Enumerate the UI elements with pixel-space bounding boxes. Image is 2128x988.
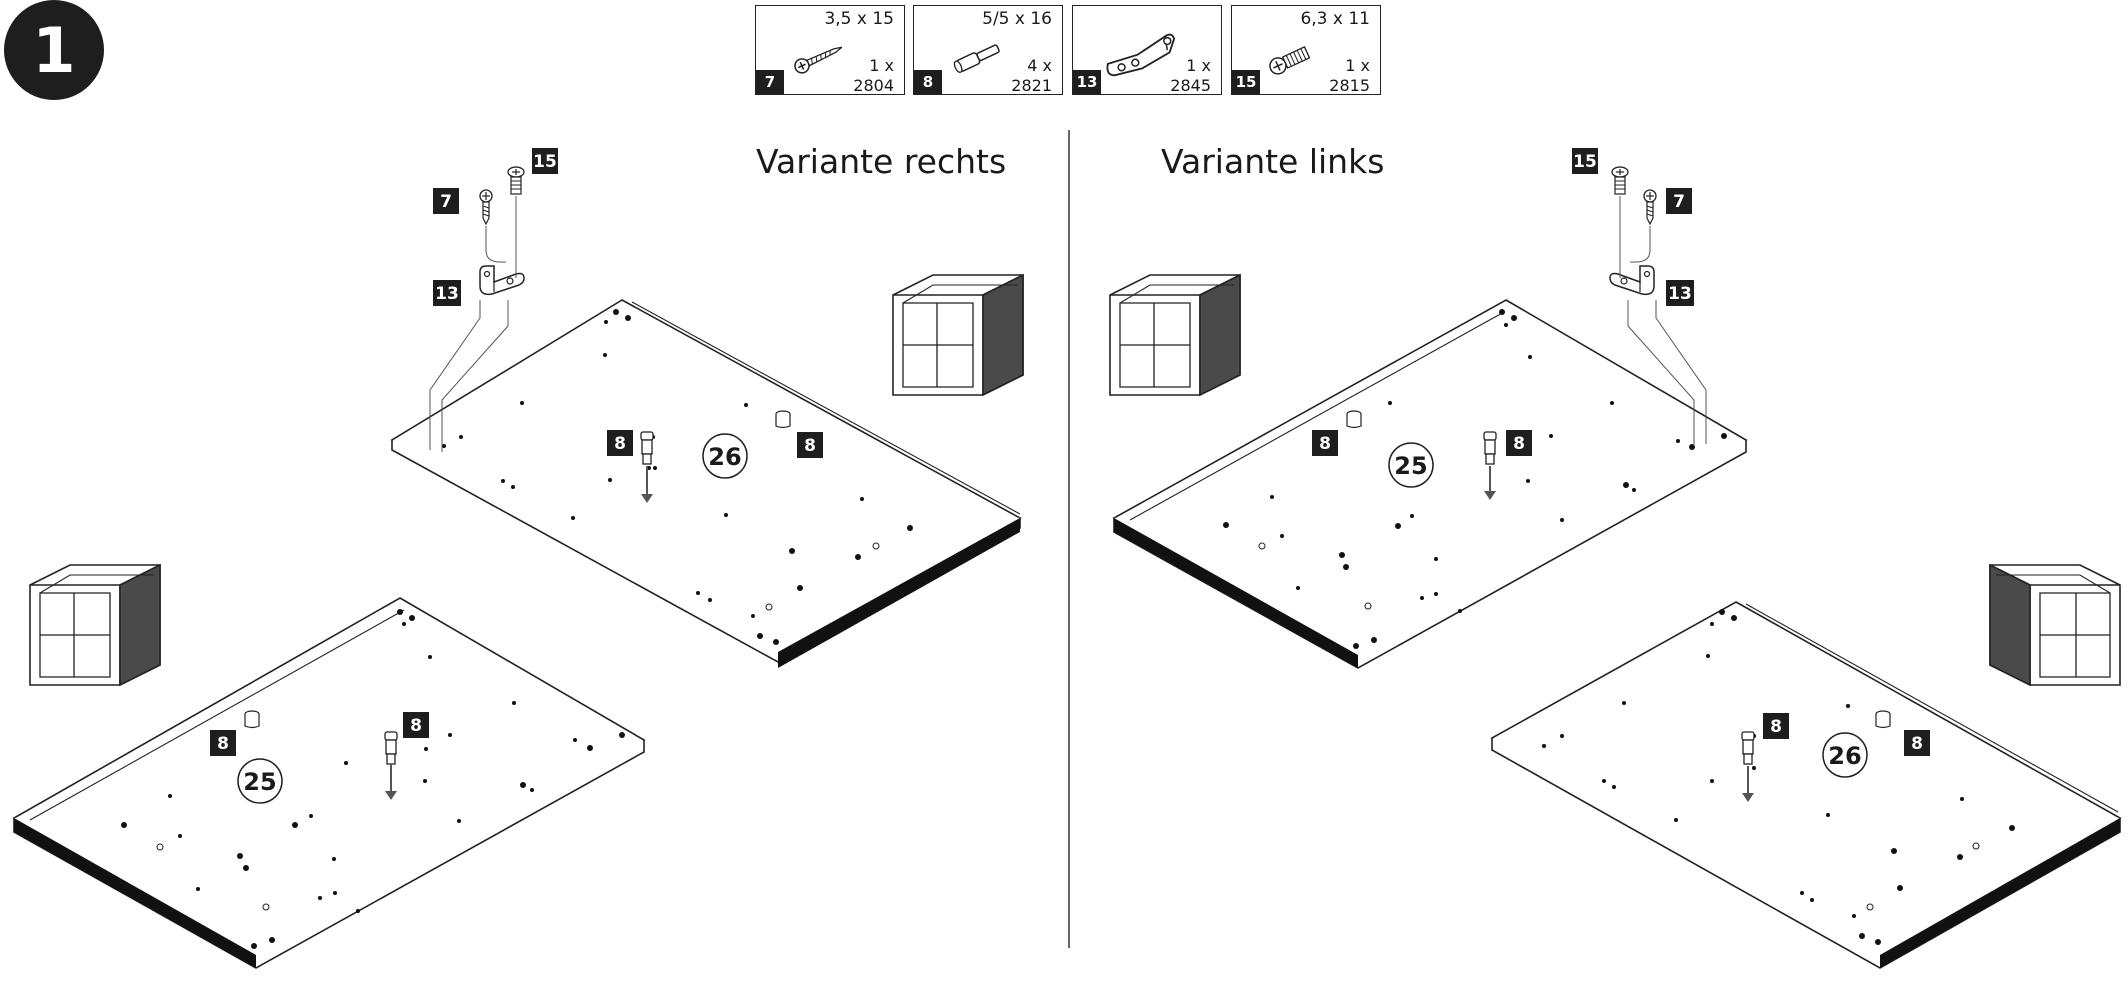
part-code: 2815 [1329,76,1370,95]
part-quantity: 1 x [869,56,894,75]
cabinet-icon [1109,274,1241,396]
part-box-7: 3,5 x 15 1 x 2804 7 [755,5,905,95]
part-dimension: 6,3 x 11 [1300,9,1370,29]
panel-top-left-variant: 25 15 7 13 8 8 [1112,148,1748,669]
part-code: 2821 [1011,76,1052,95]
part-dimension: 3,5 x 15 [824,9,894,29]
connector-pin-icon [953,44,1000,73]
panel-top-right-variant: 26 15 7 13 8 8 [390,148,1022,668]
panel-bottom-left-variant: 26 8 8 [1490,601,2122,969]
wood-screw-icon [794,46,843,74]
part-quantity: 4 x [1027,56,1052,75]
machine-screw-icon [1269,46,1311,75]
panel-number-25: 25 [1394,452,1427,480]
part-tag: 8 [914,70,942,94]
callout-13: 13 [1668,284,1692,304]
callout-8: 8 [1513,434,1525,454]
part-box-13: 1 x 2845 13 [1072,5,1222,95]
part-tag: 13 [1073,70,1101,94]
variant-left-title: Variante links [1161,142,1385,181]
variant-right-title: Variante rechts [756,142,1007,181]
callout-13: 13 [435,284,459,304]
part-box-15: 6,3 x 11 1 x 2815 15 [1231,5,1381,95]
callout-7: 7 [1673,192,1685,212]
part-box-8: 5/5 x 16 4 x 2821 8 [913,5,1063,95]
step-number-badge: 1 [4,0,104,100]
step-number: 1 [32,13,76,87]
callout-8: 8 [1911,734,1923,754]
part-tag: 15 [1232,70,1260,94]
part-dimension: 5/5 x 16 [982,9,1052,29]
part-code: 2845 [1170,76,1211,95]
callout-8: 8 [614,434,626,454]
panel-bottom-right-variant: 25 8 8 [12,597,646,969]
cabinet-icon [1989,564,2121,686]
callout-8: 8 [1770,717,1782,737]
part-tag: 7 [756,70,784,94]
cabinet-icon [29,564,161,686]
part-quantity: 1 x [1186,56,1211,75]
callout-7: 7 [440,192,452,212]
callout-8: 8 [410,716,422,736]
part-quantity: 1 x [1345,56,1370,75]
callout-8: 8 [804,436,816,456]
cabinet-icon [892,274,1024,396]
callout-8: 8 [1319,434,1331,454]
panel-number-26: 26 [1828,742,1861,770]
callout-15: 15 [533,152,557,172]
callout-15: 15 [1573,152,1597,172]
panel-number-25: 25 [243,768,276,796]
callout-8: 8 [217,734,229,754]
part-code: 2804 [853,76,894,95]
hinge-bracket-icon [1106,33,1176,77]
panel-number-26: 26 [708,443,741,471]
